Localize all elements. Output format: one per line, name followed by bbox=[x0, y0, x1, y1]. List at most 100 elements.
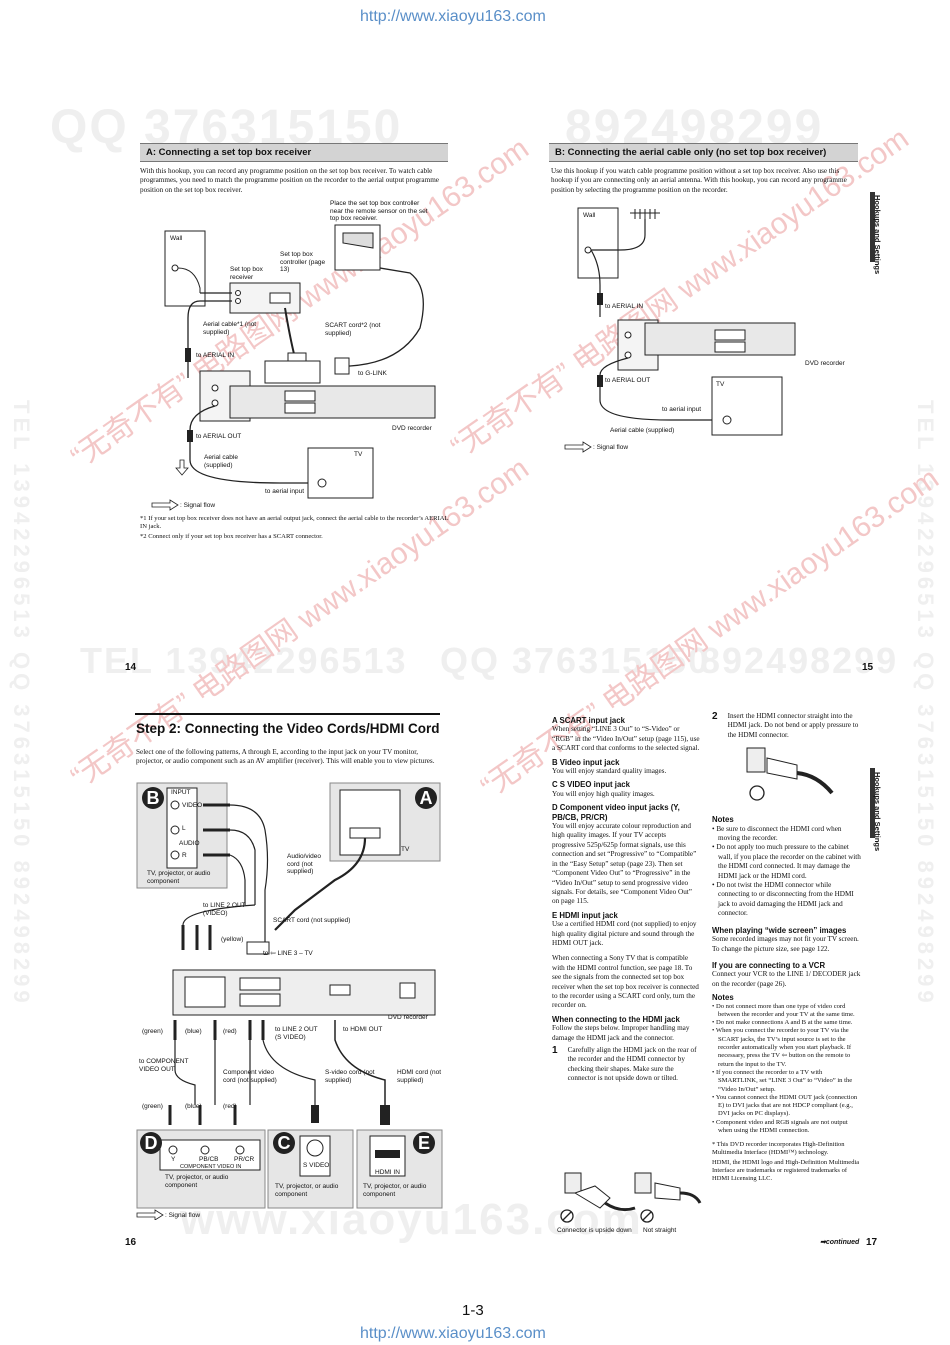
hdmi-foot-1: * This DVD recorder incorporates High-De… bbox=[712, 1141, 845, 1157]
page14-footnote-1: *1 If your set top box receiver does not… bbox=[140, 515, 449, 531]
hdmi-right-illustration bbox=[712, 741, 862, 811]
notes2-list: Do not connect more than one type of vid… bbox=[712, 1003, 862, 1136]
follow-text: Follow the steps below. Improper handlin… bbox=[552, 1024, 690, 1042]
p15-label-tv: TV bbox=[716, 381, 725, 388]
p16-label-tv-proj-b: TV, projector, or audio component bbox=[147, 870, 211, 885]
p16-label-green-2: (green) bbox=[142, 1103, 163, 1110]
page17-number: 17 bbox=[866, 1237, 878, 1248]
notes1-item: Do not twist the HDMI connector while co… bbox=[712, 881, 862, 919]
hdmi-foot-2: HDMI, the HDMI logo and High-Definition … bbox=[712, 1158, 860, 1183]
page17-tab-bar bbox=[870, 768, 875, 838]
p15-label-signal-flow: : Signal flow bbox=[593, 444, 629, 451]
notes1-list: Be sure to disconnect the HDMI cord when… bbox=[712, 825, 862, 919]
watermark-vertical-left: TEL 13942296513 QQ 376315150 892498299 bbox=[9, 400, 34, 1007]
vcr-text: Connect your VCR to the LINE 1/ DECODER … bbox=[712, 970, 861, 988]
p16-label-to-line2s: to LINE 2 OUT (S VIDEO) bbox=[275, 1026, 318, 1041]
step2-text: Insert the HDMI connector straight into … bbox=[727, 712, 859, 739]
p16-label-to-line2: to LINE 2 OUT (VIDEO) bbox=[203, 902, 246, 917]
p15-label-to-aerial-out: to AERIAL OUT bbox=[605, 377, 651, 384]
p16-label-scart: SCART cord (not supplied) bbox=[273, 917, 351, 924]
step1-text: Carefully align the HDMI jack on the rea… bbox=[567, 1046, 697, 1083]
notes1-item: Do not apply too much pressure to the ca… bbox=[712, 843, 862, 881]
p14-label-place: Place the set top box controller near th… bbox=[330, 200, 428, 222]
p14-label-dvd-recorder: DVD recorder bbox=[392, 425, 432, 432]
watermark-tel-mid: QQ 376315150 bbox=[440, 640, 711, 681]
p16-label-hdmi-in: HDMI IN bbox=[375, 1169, 400, 1176]
p16-label-s-video: S VIDEO bbox=[303, 1162, 330, 1169]
step1: 1 Carefully align the HDMI jack on the r… bbox=[552, 1046, 700, 1085]
watermark-tel-right: 892498299 bbox=[700, 640, 899, 681]
p16-label-video: VIDEO bbox=[182, 802, 203, 809]
p16-label-tv: TV bbox=[401, 846, 410, 853]
item-a-text: When setting “LINE 3 Out” to “S-Video” o… bbox=[552, 725, 700, 753]
badge-d: D bbox=[140, 1132, 162, 1154]
continued-label: ➡continued bbox=[820, 1239, 860, 1246]
notes1-item: Be sure to disconnect the HDMI cord when… bbox=[712, 825, 862, 844]
p14-label-aerial-supplied: Aerial cable (supplied) bbox=[204, 454, 238, 469]
sony-text: When connecting a Sony TV that is compat… bbox=[552, 954, 699, 1010]
p14-label-to-aerial-in: to AERIAL IN bbox=[196, 352, 235, 359]
notes2-title: Notes bbox=[712, 993, 734, 1003]
p14-label-signal-flow: : Signal flow bbox=[180, 502, 216, 509]
item-b-text: You will enjoy standard quality images. bbox=[552, 767, 667, 776]
page15-number: 15 bbox=[862, 662, 874, 673]
wide-text: Some recorded images may not fit your TV… bbox=[712, 935, 859, 953]
page14-number: 14 bbox=[125, 662, 137, 673]
p16-label-red: (red) bbox=[223, 1028, 237, 1035]
page14-footnote-2: *2 Connect only if your set top box rece… bbox=[140, 532, 323, 540]
watermark-url-bottom: http://www.xiaoyu163.com bbox=[360, 1325, 546, 1342]
p16-label-input: INPUT bbox=[171, 789, 191, 796]
page15-side-tab: Hookups and Settings bbox=[873, 195, 882, 275]
page15-heading: B: Connecting the aerial cable only (no … bbox=[549, 143, 858, 162]
notes2-item: Do not connect more than one type of vid… bbox=[712, 1003, 862, 1020]
p14-label-to-aerial-out: to AERIAL OUT bbox=[196, 433, 242, 440]
p16-label-green: (green) bbox=[142, 1028, 163, 1035]
p14-label-tv: TV bbox=[354, 451, 363, 458]
p15-label-aerial-supplied: Aerial cable (supplied) bbox=[610, 427, 675, 434]
page16-heading: Step 2: Connecting the Video Cords/HDMI … bbox=[136, 721, 440, 736]
step2: 2 Insert the HDMI connector straight int… bbox=[712, 711, 862, 741]
sheet-number: 1-3 bbox=[462, 1302, 484, 1319]
p16-label-l: L bbox=[182, 825, 186, 832]
page14-diagram: Wall Place the set top box controller ne… bbox=[140, 198, 450, 513]
page16-diagram: B A D C E INPUT VIDEO L AUDIO R TV, proj… bbox=[135, 780, 445, 1221]
when-hdmi-title: When connecting to the HDMI jack bbox=[552, 1014, 680, 1024]
page16-intro: Select one of the following patterns, A … bbox=[136, 748, 435, 766]
notes2-item: When you connect the recorder to your TV… bbox=[712, 1027, 862, 1068]
p15-label-wall: Wall bbox=[583, 212, 596, 219]
p16-label-to-component: to COMPONENT VIDEO OUT bbox=[139, 1058, 189, 1073]
p15-label-to-aerial-input: to aerial input bbox=[662, 406, 702, 413]
p16-label-av-cord: Audio/video cord (not supplied) bbox=[287, 853, 321, 875]
p14-label-wall: Wall bbox=[170, 235, 183, 242]
item-c-text: You will enjoy high quality images. bbox=[552, 789, 655, 798]
p15-label-dvd-recorder: DVD recorder bbox=[805, 360, 845, 367]
p16-label-signal-flow: : Signal flow bbox=[165, 1212, 201, 1219]
notes2-item: If you connect the recorder to a TV with… bbox=[712, 1069, 862, 1094]
p16-label-yellow: (yellow) bbox=[221, 936, 244, 943]
p14-label-aerial-cable1: Aerial cable*1 (not supplied) bbox=[203, 321, 257, 336]
p16-label-comp-cord: Component video cord (not supplied) bbox=[223, 1069, 277, 1084]
badge-b: B bbox=[142, 787, 164, 809]
notes2-item: Component video and RGB signals are not … bbox=[712, 1119, 862, 1136]
watermark-vertical-right: TEL 13942296513 QQ 376315150 892498299 bbox=[913, 400, 938, 1007]
step1-num: 1 bbox=[552, 1045, 558, 1056]
label-not-straight: Not straight bbox=[643, 1227, 677, 1234]
page14-footnotes: *1 If your set top box receiver does not… bbox=[140, 515, 450, 542]
p14-label-stb-controller: Set top box controller (page 13) bbox=[280, 251, 326, 273]
p14-label-to-glink: to G-LINK bbox=[358, 370, 387, 377]
p16-label-y: Y bbox=[171, 1156, 176, 1163]
p16-label-tv-proj-d: TV, projector, or audio component bbox=[165, 1174, 229, 1189]
wide-title: When playing “wide screen” images bbox=[712, 925, 847, 935]
item-e-text: Use a certified HDMI cord (not supplied)… bbox=[552, 920, 697, 947]
item-a-title: A SCART input jack bbox=[552, 716, 625, 725]
notes2-item: You cannot connect the HDMI OUT jack (co… bbox=[712, 1094, 862, 1119]
p16-label-to-line3: to ⇦ LINE 3 – TV bbox=[263, 950, 313, 957]
p14-label-stb-receiver: Set top box receiver bbox=[230, 266, 263, 281]
label-upside-down: Connector is upside down bbox=[557, 1227, 632, 1234]
page15-tab-bar bbox=[870, 192, 875, 262]
p16-label-to-hdmi: to HDMI OUT bbox=[343, 1026, 383, 1033]
item-d-title: D Component video input jacks (Y, PB/CB,… bbox=[552, 803, 680, 822]
p16-label-pb: PB/CB bbox=[199, 1156, 219, 1163]
item-c-title: C S VIDEO input jack bbox=[552, 780, 630, 790]
p14-label-scart2: SCART cord*2 (not supplied) bbox=[325, 322, 381, 337]
